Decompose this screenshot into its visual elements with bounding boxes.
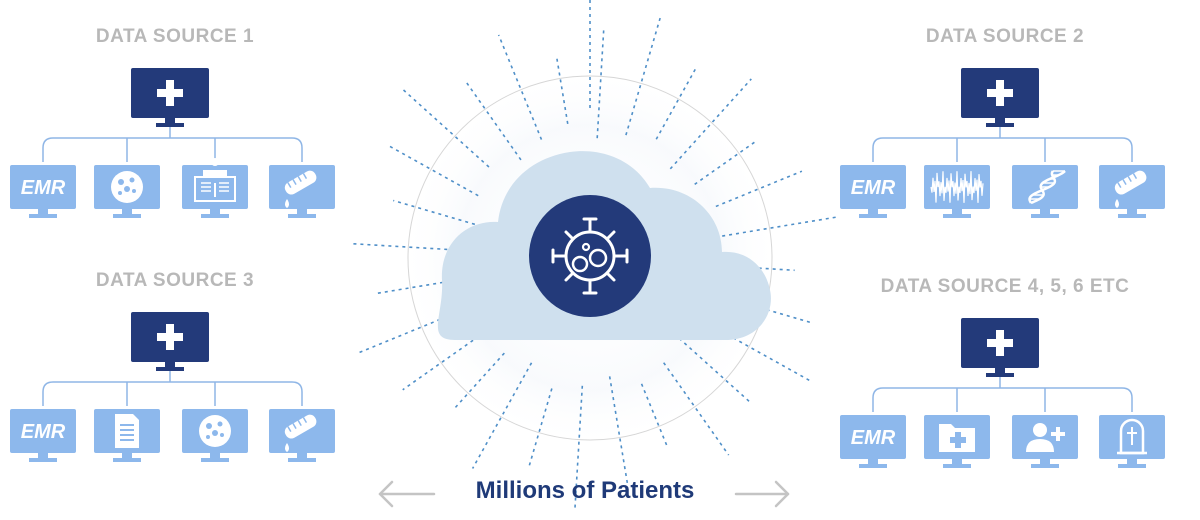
test-tube-icon xyxy=(1114,170,1147,208)
waveform-icon xyxy=(930,171,984,203)
data-source-1-title: DATA SOURCE 1 xyxy=(95,26,255,47)
ray xyxy=(452,352,505,411)
emr-icon: EMR xyxy=(21,177,66,199)
arrow-right-icon xyxy=(734,480,790,508)
data-source-4-5-6-network: EMR xyxy=(840,318,1165,468)
outer-ring xyxy=(407,75,773,441)
connector-lines xyxy=(42,371,303,406)
medical-folder-icon xyxy=(939,424,975,452)
device-monitor xyxy=(1012,415,1078,468)
data-source-4-5-6: DATA SOURCE 4, 5, 6 ETC EMR xyxy=(835,276,1175,476)
connector-lines xyxy=(872,127,1133,162)
emr-text: EMR xyxy=(21,421,66,443)
ray xyxy=(694,139,759,185)
ray xyxy=(393,199,476,226)
dna-icon xyxy=(1028,170,1066,205)
data-source-4-5-6-title: DATA SOURCE 4, 5, 6 ETC xyxy=(880,276,1130,297)
medical-chart-icon xyxy=(194,158,236,202)
ray xyxy=(708,215,840,240)
device-monitor xyxy=(94,409,160,462)
data-source-3-network: EMR xyxy=(10,312,335,462)
ray xyxy=(708,323,812,382)
data-source-1-network: EMR xyxy=(10,68,335,218)
ray xyxy=(678,337,752,404)
emr-icon: EMR xyxy=(21,421,66,443)
data-source-3: DATA SOURCE 3 EMR xyxy=(5,270,345,470)
document-icon xyxy=(115,414,139,448)
emr-text: EMR xyxy=(851,427,896,449)
device-monitor xyxy=(924,415,990,468)
ray xyxy=(640,383,669,449)
device-monitor xyxy=(269,409,335,462)
ray xyxy=(464,80,522,161)
connector-lines xyxy=(872,377,1133,412)
ray xyxy=(401,88,490,168)
data-source-2: DATA SOURCE 2 EMR xyxy=(835,26,1175,226)
device-monitor: EMR xyxy=(10,409,76,462)
medical-cross-monitor-icon xyxy=(987,80,1013,106)
device-monitor xyxy=(1012,165,1078,218)
device-monitor: EMR xyxy=(10,165,76,218)
connector-lines xyxy=(42,127,303,162)
device-monitor xyxy=(924,165,990,218)
medical-cross-monitor-icon xyxy=(157,80,183,106)
emr-text: EMR xyxy=(851,177,896,199)
device-monitor xyxy=(1099,415,1165,468)
data-source-1: DATA SOURCE 1 EMR xyxy=(5,26,345,226)
data-source-3-title: DATA SOURCE 3 xyxy=(95,270,255,291)
ray xyxy=(715,170,803,208)
millions-of-patients-label: Millions of Patients xyxy=(475,477,695,504)
device-monitor: EMR xyxy=(840,415,906,468)
petri-dish-icon xyxy=(199,415,231,447)
medical-cross-monitor-icon xyxy=(157,324,183,350)
emr-icon: EMR xyxy=(851,427,896,449)
device-monitor xyxy=(182,409,248,462)
device-monitor: EMR xyxy=(840,165,906,218)
ray xyxy=(389,145,479,197)
add-patient-icon xyxy=(1026,423,1065,452)
ray xyxy=(497,34,543,140)
data-rays xyxy=(349,0,840,511)
test-tube-icon xyxy=(284,414,317,452)
arrow-left-icon xyxy=(378,480,436,508)
emr-text: EMR xyxy=(21,177,66,199)
hub-monitor xyxy=(961,68,1039,127)
virus-icon xyxy=(529,195,651,317)
hub-monitor xyxy=(131,68,209,127)
device-monitor xyxy=(269,165,335,218)
device-monitor xyxy=(1099,165,1165,218)
petri-dish-icon xyxy=(111,171,143,203)
data-source-2-title: DATA SOURCE 2 xyxy=(925,26,1085,47)
hub-monitor xyxy=(961,318,1039,377)
ray xyxy=(663,362,730,456)
device-monitor xyxy=(182,158,248,218)
ray xyxy=(669,78,752,170)
ray xyxy=(555,55,569,124)
tombstone-icon xyxy=(1117,418,1147,455)
medical-cross-monitor-icon xyxy=(987,330,1013,356)
ray xyxy=(402,335,480,391)
device-monitor xyxy=(94,165,160,218)
emr-icon: EMR xyxy=(851,177,896,199)
ray xyxy=(471,362,533,469)
data-source-2-network: EMR xyxy=(840,68,1165,218)
test-tube-icon xyxy=(284,170,317,208)
hub-monitor xyxy=(131,312,209,371)
